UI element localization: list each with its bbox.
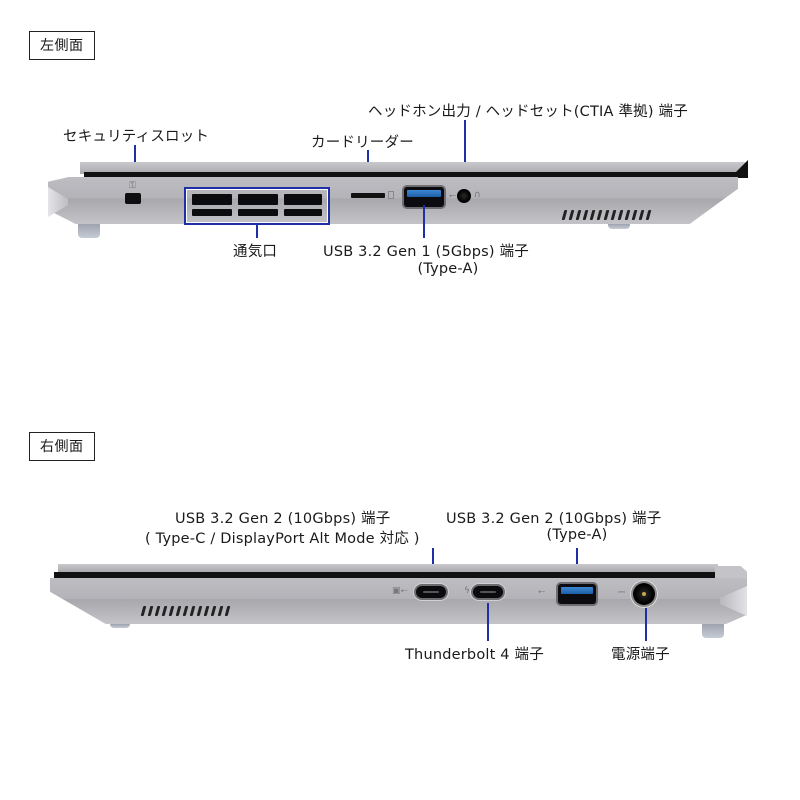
laptop-right-side: ▣⭠ ϟ ⭠ ⎓ bbox=[50, 562, 750, 642]
security-slot-label: セキュリティスロット bbox=[63, 129, 210, 145]
card-reader-label: カードリーダー bbox=[311, 135, 414, 151]
thunderbolt-leader bbox=[487, 603, 489, 641]
headset-icon: ∩ bbox=[474, 190, 481, 200]
vent-grid bbox=[184, 187, 330, 225]
right-side-title: 右側面 bbox=[29, 432, 95, 461]
lid-gap bbox=[84, 172, 744, 177]
lid bbox=[58, 564, 718, 572]
usb-a-right-label-line2: (Type-A) bbox=[546, 527, 608, 543]
foot-left bbox=[110, 624, 130, 628]
vent-leader bbox=[256, 223, 258, 238]
usb-a-left-leader bbox=[423, 205, 425, 238]
usb-c-label-line1: USB 3.2 Gen 2 (10Gbps) 端子 bbox=[175, 511, 391, 527]
usb-a-left-label-line2: (Type-A) bbox=[417, 261, 479, 277]
security-slot[interactable] bbox=[125, 193, 141, 204]
foot-right bbox=[702, 624, 724, 638]
dc-icon: ⎓ bbox=[618, 588, 626, 598]
lock-icon: ⚿ bbox=[129, 181, 136, 191]
foot-right bbox=[608, 224, 630, 229]
foot-left bbox=[78, 224, 100, 238]
power-label: 電源端子 bbox=[611, 647, 670, 663]
usb-icon: ⭠ bbox=[538, 587, 546, 597]
usb-a-port[interactable] bbox=[404, 187, 444, 207]
usb-c-label-line2: ( Type-C / DisplayPort Alt Mode 対応 ) bbox=[145, 531, 420, 547]
sd-icon bbox=[388, 191, 394, 199]
chassis-base bbox=[48, 177, 738, 224]
speaker-grille bbox=[140, 606, 231, 616]
displayport-usb-icon: ▣⭠ bbox=[392, 586, 408, 596]
usb-c-port[interactable] bbox=[416, 586, 446, 598]
headphone-jack[interactable] bbox=[457, 189, 471, 203]
usb-icon: ⭠ bbox=[449, 191, 457, 201]
power-jack[interactable] bbox=[633, 583, 655, 605]
thunderbolt-icon: ϟ bbox=[464, 586, 470, 596]
speaker-grille bbox=[561, 210, 652, 220]
headphone-leader bbox=[464, 120, 466, 195]
thunderbolt-port[interactable] bbox=[473, 586, 503, 598]
lid bbox=[80, 162, 745, 174]
usb-a-port[interactable] bbox=[558, 584, 596, 604]
lid-gap bbox=[54, 572, 726, 578]
laptop-left-side: ⚿ ⭠ ∩ bbox=[48, 160, 753, 240]
power-leader bbox=[645, 608, 647, 641]
usb-a-right-label-line1: USB 3.2 Gen 2 (10Gbps) 端子 bbox=[446, 511, 662, 527]
thunderbolt-label: Thunderbolt 4 端子 bbox=[405, 647, 544, 663]
card-reader-slot[interactable] bbox=[351, 193, 385, 198]
vent-label: 通気口 bbox=[233, 244, 278, 260]
chassis-base bbox=[50, 578, 747, 624]
usb-a-left-label-line1: USB 3.2 Gen 1 (5Gbps) 端子 bbox=[323, 244, 529, 260]
headphone-jack-label: ヘッドホン出力 / ヘッドセット(CTIA 準拠) 端子 bbox=[368, 104, 688, 120]
left-side-title: 左側面 bbox=[29, 31, 95, 60]
